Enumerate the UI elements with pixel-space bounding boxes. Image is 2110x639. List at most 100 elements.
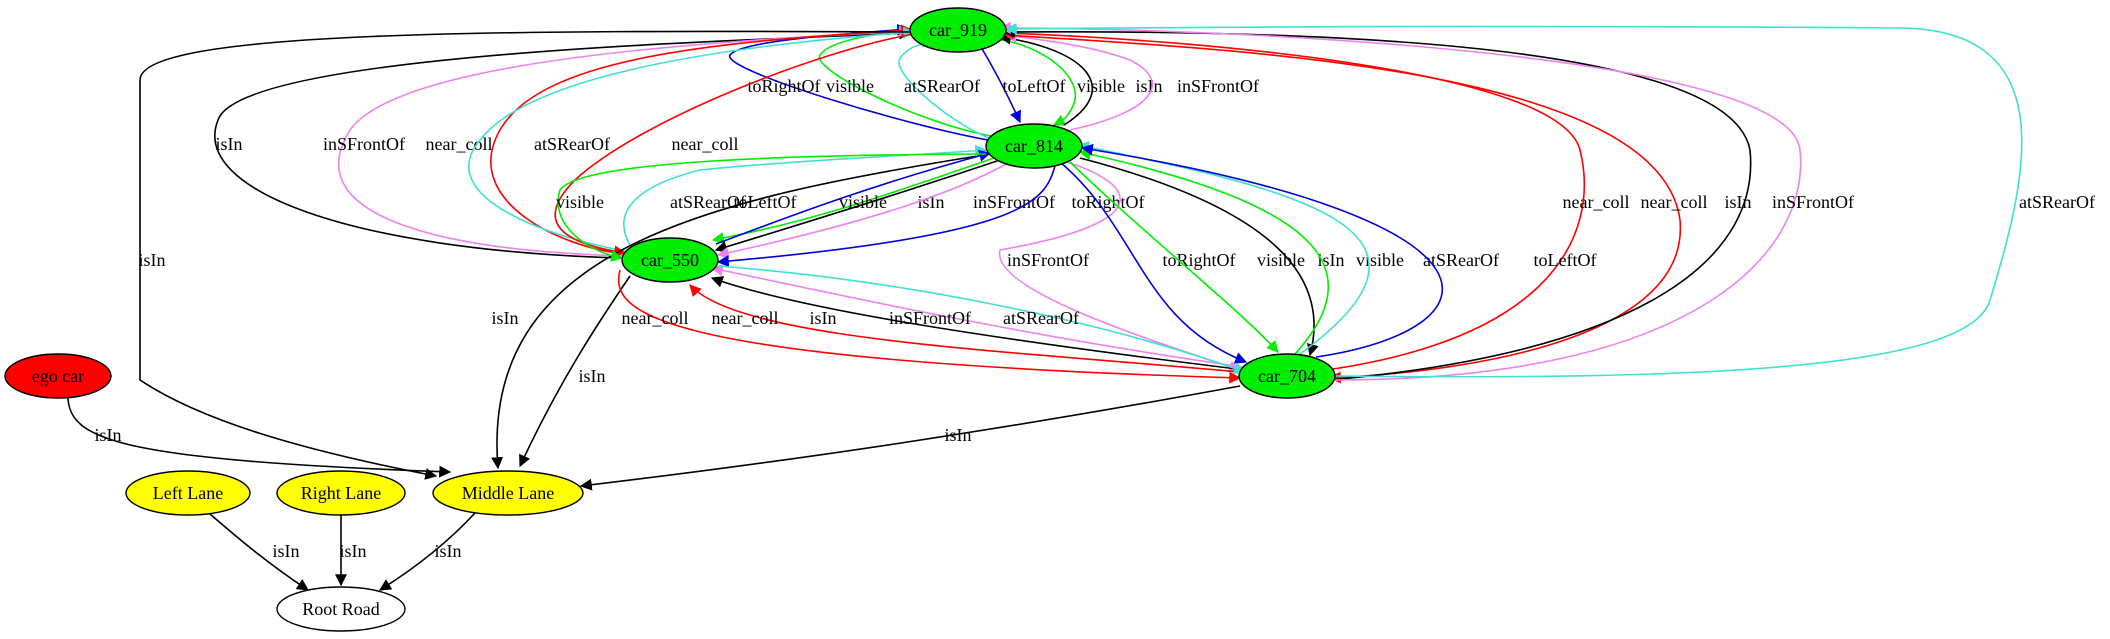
edge-car_704-car_550-near_coll: near_coll	[689, 284, 1241, 373]
node-label: Right Lane	[301, 483, 381, 503]
edge-label: near_coll	[712, 308, 779, 328]
edge-car_704-car_919-inSFrontOf: inSFrontOf	[998, 22, 1854, 381]
edge-line	[998, 32, 1094, 126]
edge-car_550-car_919-isIn: isIn	[214, 27, 912, 259]
node-ellipse	[621, 237, 719, 283]
edge-label: isIn	[435, 541, 462, 561]
node-car_814: car_814	[985, 123, 1083, 169]
edge-line	[989, 38, 1076, 126]
node-left_lane: Left Lane	[125, 470, 251, 516]
edge-car_704-middle_lane-isIn: isIn	[579, 385, 1241, 491]
edge-line	[710, 264, 1251, 369]
edge-label: near_coll	[672, 134, 739, 154]
edge-line	[715, 149, 992, 245]
edge-line	[711, 155, 1001, 244]
edge-car_814-car_550-toRightOf: toRightOf	[716, 165, 1145, 268]
node-ellipse	[276, 470, 406, 516]
edge-label: isIn	[492, 308, 519, 328]
edge-label: isIn	[139, 250, 166, 270]
edge-line	[1079, 157, 1319, 357]
edge-car_704-car_919-near_coll: near_coll	[1001, 27, 1630, 379]
node-label: car_550	[641, 250, 699, 270]
edge-car_704-car_550-inSFrontOf: inSFrontOf	[710, 264, 1251, 369]
edge-car_814-car_550-isIn: isIn	[714, 159, 1001, 253]
edge-label: inSFrontOf	[323, 134, 405, 154]
edge-label: inSFrontOf	[973, 192, 1055, 212]
edge-car_550-car_919-atSRearOf: atSRearOf	[468, 26, 916, 253]
edge-label: inSFrontOf	[1177, 76, 1259, 96]
edge-label: near_coll	[1563, 192, 1630, 212]
node-label: Middle Lane	[462, 483, 554, 503]
edge-car_704-car_550-isIn: isIn	[710, 276, 1246, 371]
edge-car_814-car_919-isIn: isIn	[998, 32, 1163, 126]
edge-car_919-middle_lane-isIn: isIn	[139, 30, 915, 480]
edge-label: near_coll	[426, 134, 493, 154]
node-ellipse	[125, 470, 251, 516]
edge-line	[1001, 27, 1586, 379]
edge-line	[1059, 161, 1248, 364]
edge-car_814-car_550-visible: visible	[556, 153, 987, 262]
edge-line	[214, 27, 912, 259]
edge-line	[1002, 25, 1752, 381]
edge-line	[999, 159, 1242, 373]
edge-label: isIn	[95, 425, 122, 445]
node-label: car_814	[1005, 136, 1063, 156]
edge-line	[1069, 161, 1279, 353]
edge-car_550-car_919-inSFrontOf: inSFrontOf	[323, 25, 912, 257]
edge-car_814-middle_lane-isIn: isIn	[491, 153, 991, 470]
edge-label: atSRearOf	[2019, 192, 2095, 212]
node-middle_lane: Middle Lane	[432, 470, 584, 516]
edge-car_550-car_704-near_coll: near_coll	[617, 269, 1242, 384]
edge-line	[491, 153, 991, 470]
edge-label: atSRearOf	[904, 76, 980, 96]
node-ellipse	[909, 7, 1007, 53]
edge-label: near_coll	[1641, 192, 1708, 212]
edge-label: atSRearOf	[670, 192, 746, 212]
edge-line	[717, 265, 1247, 375]
edge-label: toLeftOf	[1003, 76, 1066, 96]
edge-label: isIn	[810, 308, 837, 328]
edge-car_704-car_814-toLeftOf: toLeftOf	[1080, 143, 1597, 358]
node-car_704: car_704	[1238, 353, 1336, 399]
node-car_550: car_550	[621, 237, 719, 283]
edge-label: visible	[839, 192, 887, 212]
edge-line	[1078, 148, 1330, 355]
edge-line	[139, 30, 915, 480]
edge-car_814-car_550-visible: visible	[711, 155, 1001, 244]
edge-label: visible	[1356, 250, 1404, 270]
edge-line	[716, 161, 1011, 259]
node-ellipse	[1238, 353, 1336, 399]
edge-label: visible	[1077, 76, 1125, 96]
edge-label: toLeftOf	[1534, 250, 1597, 270]
edge-line	[554, 33, 915, 258]
edge-car_814-car_919-inSFrontOf: inSFrontOf	[1004, 30, 1259, 131]
edge-label: near_coll	[622, 308, 689, 328]
edge-label: isIn	[945, 425, 972, 445]
edge-line	[67, 397, 452, 478]
edge-right_lane-root_road-isIn: isIn	[335, 514, 367, 587]
node-ellipse	[985, 123, 1083, 169]
edge-line	[710, 276, 1246, 371]
edge-label: isIn	[216, 134, 243, 154]
node-ellipse	[276, 586, 406, 632]
edge-car_550-car_919-near_coll: near_coll	[426, 24, 914, 255]
edge-label: visible	[826, 76, 874, 96]
edge-label: visible	[556, 192, 604, 212]
edge-line	[557, 153, 987, 262]
node-car_919: car_919	[909, 7, 1007, 53]
edge-line	[519, 275, 631, 468]
node-label: Left Lane	[153, 483, 223, 503]
node-ellipse	[432, 470, 584, 516]
edge-car_550-car_704-atSRearOf: atSRearOf	[717, 265, 1247, 375]
edge-label: inSFrontOf	[889, 308, 971, 328]
edge-line	[337, 25, 912, 257]
node-ellipse	[4, 353, 112, 399]
edge-car_550-middle_lane-isIn: isIn	[519, 275, 631, 468]
edge-ego-middle_lane-isIn: isIn	[67, 397, 452, 478]
edge-label: toRightOf	[747, 76, 820, 96]
edge-line	[977, 41, 1021, 124]
edge-label: inSFrontOf	[1772, 192, 1854, 212]
edge-car_814-car_704-toRightOf: toRightOf	[1059, 161, 1248, 364]
edge-line	[617, 269, 1242, 384]
